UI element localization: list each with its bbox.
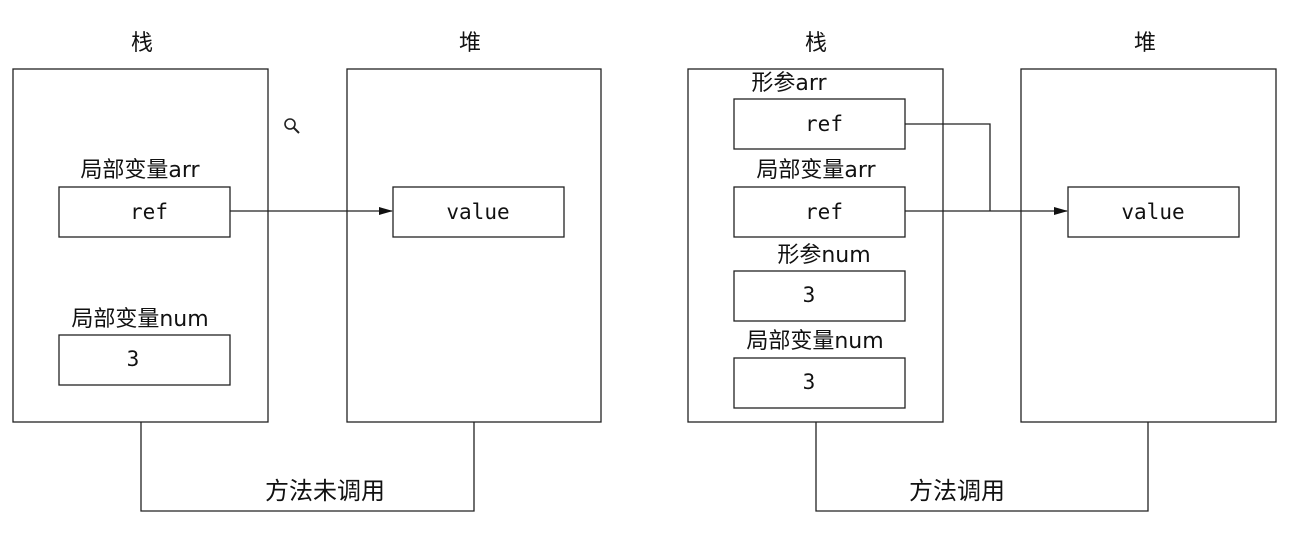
right-heap-value-cell — [1067, 186, 1240, 238]
left-heap-value-text: value — [446, 200, 509, 224]
right-param-arr-label: 形参arr — [751, 71, 827, 96]
right-local-num-label: 局部变量num — [746, 329, 883, 354]
left-panel: 栈 堆 局部变量arr ref 局部变量num 3 value 方法未调用 — [12, 31, 602, 512]
right-param-num-value: 3 — [803, 283, 816, 307]
right-param-num-cell — [733, 270, 906, 322]
left-local-num-label: 局部变量num — [71, 307, 208, 332]
right-local-num-cell — [733, 357, 906, 409]
right-heap-value-text: value — [1121, 200, 1184, 224]
left-heap-title: 堆 — [459, 31, 481, 56]
left-local-num-value: 3 — [127, 347, 140, 371]
right-local-arr-value: ref — [805, 200, 843, 224]
left-local-num-cell — [58, 334, 231, 386]
right-caption: 方法调用 — [909, 477, 1005, 505]
right-local-arr-label: 局部变量arr — [756, 158, 876, 183]
left-local-arr-value: ref — [130, 200, 168, 224]
left-local-arr-label: 局部变量arr — [80, 158, 200, 183]
left-stack-title: 栈 — [131, 31, 153, 56]
magnifier-icon — [284, 118, 300, 134]
left-local-arr-cell — [58, 186, 231, 238]
right-local-arr-cell — [733, 186, 906, 238]
left-caption: 方法未调用 — [265, 477, 385, 505]
right-stack-title: 栈 — [805, 31, 827, 56]
right-param-num-label: 形参num — [777, 243, 870, 268]
right-caption-bracket — [815, 422, 1149, 512]
left-caption-bracket — [140, 422, 475, 512]
right-heap-title: 堆 — [1134, 31, 1156, 56]
right-param-ref-connector — [905, 123, 991, 211]
left-heap-value-cell — [392, 186, 565, 238]
left-heap-frame — [346, 68, 602, 423]
right-heap-frame — [1020, 68, 1277, 423]
right-param-arr-value: ref — [805, 112, 843, 136]
right-panel: 栈 堆 形参arr ref 局部变量arr ref 形参num 3 局部变量nu… — [687, 31, 1277, 512]
right-local-num-value: 3 — [803, 370, 816, 394]
